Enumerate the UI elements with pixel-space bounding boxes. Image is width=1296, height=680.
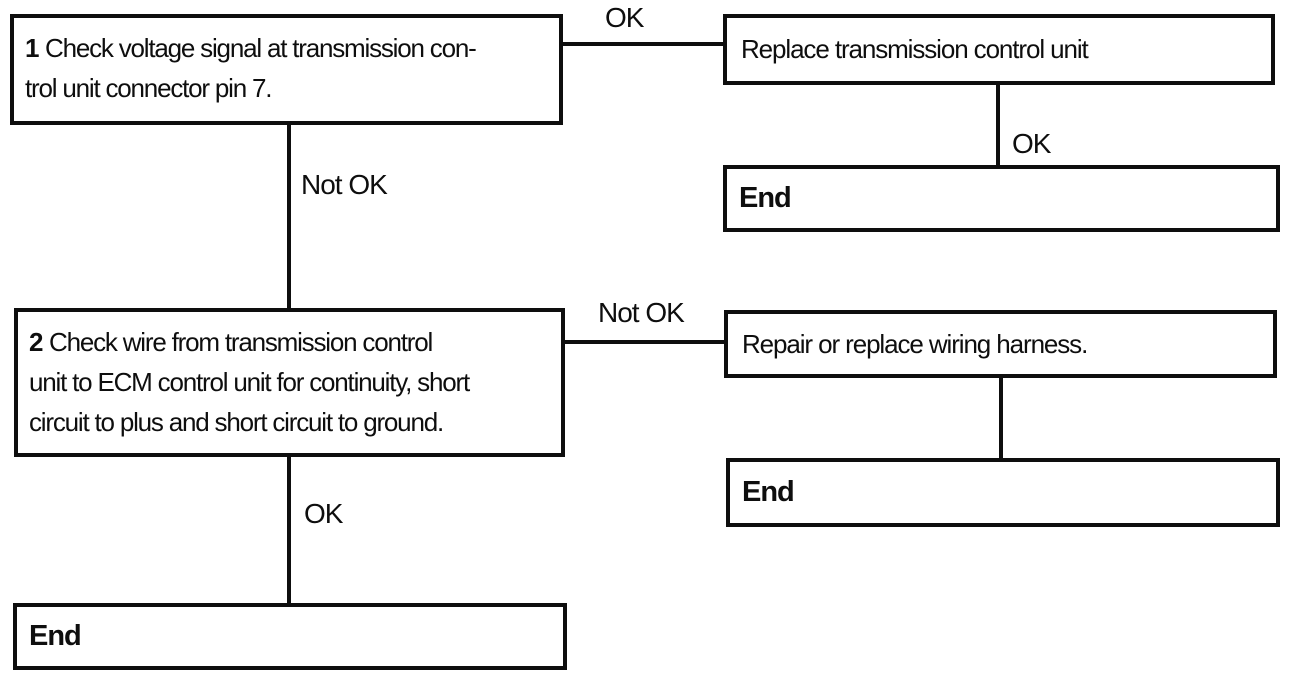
repair-harness-text: Repair or replace wiring harness.: [742, 328, 1088, 359]
flow-step-2-box: 2 Check wire from transmission control u…: [14, 308, 565, 457]
end-label: End: [742, 476, 795, 508]
connector-step2-to-end: [287, 457, 291, 603]
replace-tcu-text: Replace transmission control unit: [741, 34, 1089, 64]
step-2-text-block: 2 Check wire from transmission control u…: [18, 312, 561, 442]
flow-end-box-mid-right: End: [726, 458, 1280, 527]
connector-step1-to-replace: [563, 42, 723, 46]
step-2-number: 2: [29, 327, 43, 357]
connector-replace-to-end: [996, 85, 1000, 165]
edge-label-ok-replace: OK: [1012, 128, 1051, 159]
flow-step-1-box: 1 Check voltage signal at transmission c…: [10, 14, 563, 125]
flow-replace-tcu-box: Replace transmission control unit: [723, 14, 1275, 85]
end-label: End: [29, 620, 82, 652]
edge-label-not-ok-step2: Not OK: [598, 297, 685, 328]
end-label: End: [739, 182, 792, 214]
step-1-number: 1: [25, 33, 39, 63]
step-1-text: Check voltage signal at transmission con…: [25, 33, 477, 103]
step-1-text-block: 1 Check voltage signal at transmission c…: [14, 18, 559, 108]
edge-label-not-ok-step1: Not OK: [301, 169, 388, 200]
connector-repair-to-end: [999, 378, 1003, 458]
connector-step1-to-step2: [287, 125, 291, 308]
edge-label-ok-step1: OK: [605, 2, 644, 33]
edge-label-ok-step2: OK: [304, 498, 343, 529]
flow-end-box-bottom-left: End: [13, 603, 567, 670]
flow-repair-harness-box: Repair or replace wiring harness.: [724, 310, 1277, 378]
connector-step2-to-repair: [565, 340, 724, 344]
step-2-text: Check wire from transmission control uni…: [29, 327, 470, 437]
flow-end-box-top-right: End: [723, 165, 1280, 232]
